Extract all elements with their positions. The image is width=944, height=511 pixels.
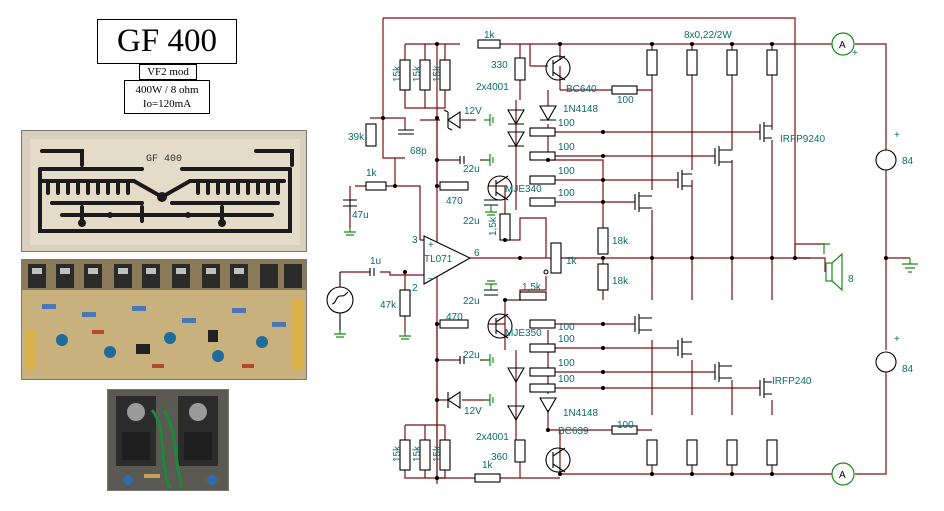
- closeup-image: [116, 396, 218, 489]
- label-r-1k5-top: 1,5k: [488, 216, 499, 236]
- label-r-1k-fb: 1k: [366, 168, 378, 179]
- label-r-100-g4: 100: [558, 188, 575, 199]
- label-r-18k-bot: 18k: [612, 276, 629, 287]
- label-r-15k-d: 15k: [392, 445, 403, 462]
- pot-wiper: [543, 257, 572, 275]
- label-q-irfp240: IRFP240: [772, 376, 812, 387]
- transistor-group: [487, 55, 571, 473]
- label-pin6: 6: [474, 248, 480, 259]
- pcb-traces-image: GF 400: [30, 139, 300, 245]
- junction-dots: [381, 42, 888, 480]
- label-z-12v-bot: 12V: [464, 406, 482, 417]
- label-r-100-g7: 100: [558, 358, 575, 369]
- label-r-100-bot: 100: [617, 420, 634, 431]
- variant-label: VF2 mod: [139, 64, 197, 80]
- label-r-emitter: 8x0,22/2W: [684, 30, 732, 41]
- label-plus-supply-bot: +: [894, 334, 900, 345]
- label-q-mje340: MJE340: [505, 184, 542, 195]
- label-c-1u: 1u: [370, 256, 381, 267]
- page-title: GF 400: [117, 23, 217, 59]
- label-pot-1k: 1k: [566, 256, 578, 267]
- label-opamp: TL071: [424, 254, 453, 265]
- title-box: GF 400: [97, 19, 237, 64]
- label-r-15k-e: 15k: [412, 445, 423, 462]
- label-r-100-top: 100: [617, 95, 634, 106]
- label-r-330: 330: [491, 60, 508, 71]
- label-r-360: 360: [491, 452, 508, 463]
- label-r-1k-bot: 1k: [482, 460, 494, 471]
- label-r-470-bot: 470: [446, 312, 463, 323]
- signal-source: [326, 272, 354, 330]
- wire-group: [340, 17, 910, 484]
- label-q-bc640: BC640: [566, 84, 597, 95]
- label-r-100-g8: 100: [558, 374, 575, 385]
- label-plus-supply-top: +: [894, 130, 900, 141]
- assembled-board-image: [22, 260, 306, 370]
- label-r-15k-a: 15k: [392, 65, 403, 82]
- label-plus-in: +: [428, 240, 434, 251]
- label-pin3: 3: [412, 235, 418, 246]
- label-q-irfp9240: IRFP9240: [780, 134, 825, 145]
- speaker-symbol: [823, 243, 843, 292]
- label-r-1k-top: 1k: [484, 30, 496, 41]
- label-pin2: 2: [412, 283, 418, 294]
- spec-bias: Io=120mA: [142, 98, 192, 110]
- label-c-22u-a: 22u: [463, 164, 480, 175]
- spec-box: 400W / 8 ohm Io=120mA: [124, 80, 210, 114]
- label-d-2x4001-top: 2x4001: [476, 82, 509, 93]
- resistor-group: [365, 39, 778, 483]
- label-r-100-g5: 100: [558, 322, 575, 333]
- ground-symbols: [334, 114, 918, 406]
- label-r-470-top: 470: [446, 196, 463, 207]
- label-c-47u: 47u: [352, 210, 369, 221]
- spec-power: 400W / 8 ohm: [135, 84, 199, 96]
- mosfet-group: [634, 122, 772, 398]
- label-d-2x4001-bot: 2x4001: [476, 432, 509, 443]
- label-supply-bot: 84: [902, 364, 914, 375]
- label-c-68p: 68p: [410, 146, 427, 157]
- label-meter-top: A: [839, 40, 846, 51]
- diode-group: [443, 105, 557, 422]
- pcb-layout-photo: GF 400: [21, 130, 307, 252]
- assembled-board-photo: [21, 259, 307, 380]
- label-c-22u-d: 22u: [463, 350, 480, 361]
- ammeters: [831, 32, 855, 486]
- label-q-mje350: MJE350: [505, 328, 542, 339]
- label-q-bc639: BC639: [558, 426, 589, 437]
- label-r-100-g6: 100: [558, 334, 575, 345]
- label-r-39k: 39k: [348, 132, 365, 143]
- label-r-18k-top: 18k: [612, 236, 629, 247]
- label-meter-bot: A: [839, 470, 846, 481]
- label-d-1n4148-bot: 1N4148: [563, 408, 598, 419]
- label-d-1n4148-top: 1N4148: [563, 104, 598, 115]
- closeup-photo: [107, 389, 229, 491]
- label-r-47k: 47k: [380, 300, 397, 311]
- label-r-100-g3: 100: [558, 166, 575, 177]
- label-z-12v-top: 12V: [464, 106, 482, 117]
- label-r-15k-c: 15k: [432, 65, 443, 82]
- pcb-label: GF 400: [146, 154, 182, 165]
- label-r-100-g1: 100: [558, 118, 575, 129]
- schematic-labels: 1k 330 2x4001 BC640 100 8x0,22/2W 15k 15…: [348, 30, 914, 481]
- label-r-1k5-bot: 1,5k: [522, 282, 542, 293]
- label-r-15k-f: 15k: [432, 445, 443, 462]
- label-r-15k-b: 15k: [412, 65, 423, 82]
- label-r-100-g2: 100: [558, 142, 575, 153]
- opamp-symbol: [423, 235, 472, 285]
- supply-sources: [875, 149, 897, 373]
- label-supply-top: 84: [902, 156, 914, 167]
- label-c-22u-b: 22u: [463, 216, 480, 227]
- label-plus-meter: +: [852, 48, 858, 59]
- label-c-22u-c: 22u: [463, 296, 480, 307]
- label-minus-in: −: [428, 274, 434, 285]
- label-speaker: 8: [848, 274, 854, 285]
- variant-text: VF2 mod: [147, 66, 189, 78]
- amplifier-schematic: 1k 330 2x4001 BC640 100 8x0,22/2W 15k 15…: [326, 17, 918, 486]
